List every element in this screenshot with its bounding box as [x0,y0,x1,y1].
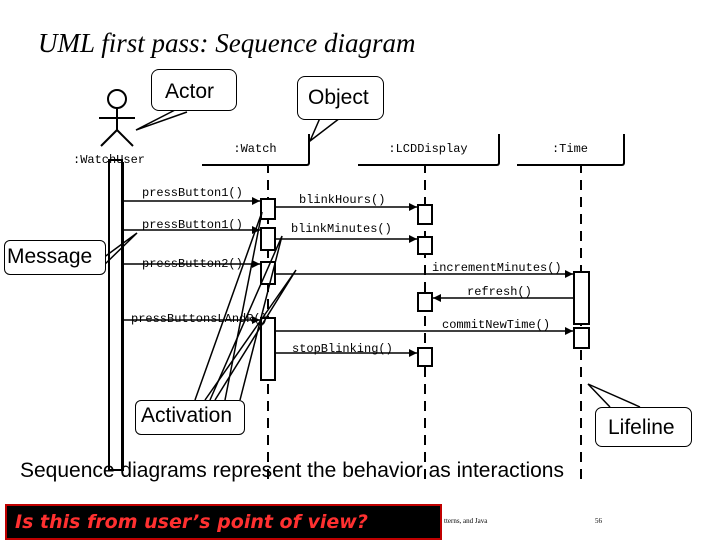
lifeline-callout-box [595,407,692,447]
activation-bar-lcd-3 [417,292,433,312]
message-label-3: pressButton1() [142,218,243,232]
question-banner: Is this from user’s point of view? [5,504,442,540]
activation-bar-watch-1 [260,198,276,220]
object-watch-box: :Watch [202,134,310,166]
activation-bar-time-1 [573,271,590,325]
message-label-4: blinkMinutes() [291,222,392,236]
object-watch-label: :Watch [233,142,277,156]
message-label-6: incrementMinutes() [432,261,562,275]
actor-stick-figure [99,89,135,147]
footer-left-text: tterns, and Java [444,517,488,525]
activation-bar-watch-2 [260,227,276,251]
message-label-2: blinkHours() [299,193,386,207]
message-callout-box [4,240,106,275]
activation-bar-lcd-2 [417,236,433,255]
message-label-5: pressButton2() [142,257,243,271]
activation-bar-time-2 [573,327,590,349]
actor-callout-label: Actor [165,80,215,103]
message-label-8: pressButtonsLAndR() [131,312,268,326]
message-callout-label: Message [7,245,93,268]
actor-callout-box [151,69,237,111]
activation-callout-label: Activation [141,404,233,427]
actor-label: :WatchUser [73,153,146,167]
lifeline-callout-label: Lifeline [608,416,675,439]
message-label-9: commitNewTime() [442,318,551,332]
question-banner-text: Is this from user’s point of view? [15,511,368,533]
activation-bar-watch-4 [260,317,276,381]
activation-bar-lcd-4 [417,347,433,367]
object-lcddisplay-label: :LCDDisplay [388,142,468,156]
message-label-1: pressButton1() [142,186,243,200]
object-lcddisplay-box: :LCDDisplay [358,134,500,166]
slide-title: UML first pass: Sequence diagram [38,28,416,58]
slide-caption: Sequence diagrams represent the behavior… [20,459,564,482]
message-label-7: refresh() [467,285,532,299]
footer-page-number: 56 [595,517,602,525]
activation-bar-lcd-1 [417,204,433,225]
message-label-10: stopBlinking() [292,342,393,356]
object-callout-box [297,76,384,120]
object-time-label: :Time [551,142,588,156]
object-callout-label: Object [308,86,369,109]
activation-bar-watchuser [108,159,123,471]
activation-callout-box [135,400,245,435]
object-time-box: :Time [517,134,625,166]
